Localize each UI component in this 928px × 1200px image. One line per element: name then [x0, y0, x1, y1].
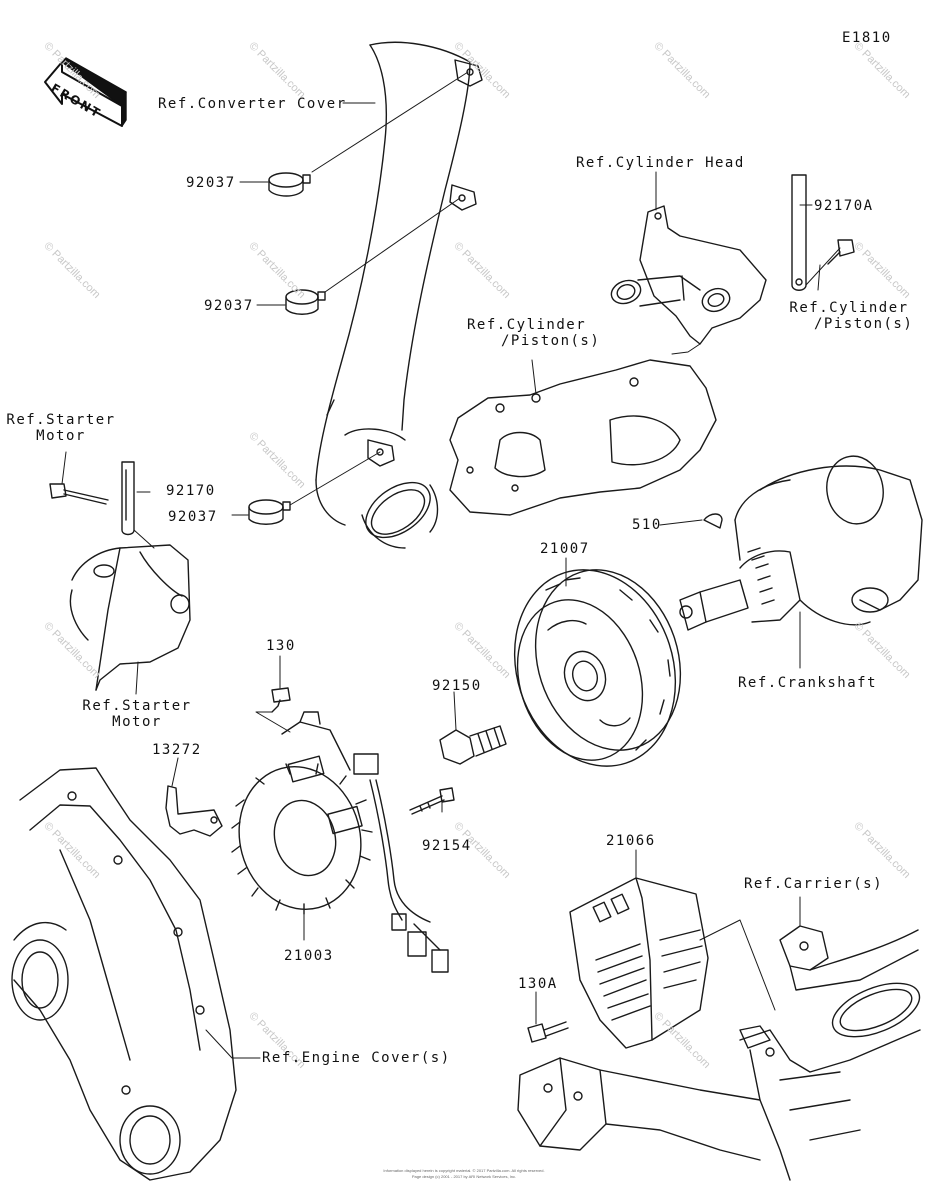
bolt-130	[271, 687, 291, 713]
label-13272: 13272	[152, 742, 202, 758]
bolt-cylinder-piston-right	[827, 239, 855, 265]
crankshaft	[679, 455, 923, 631]
rotor-21007	[513, 569, 682, 767]
label-92150: 92150	[432, 678, 482, 694]
label-510: 510	[632, 517, 662, 533]
label-130: 130	[266, 638, 296, 654]
label-line: Ref.Starter	[82, 698, 192, 714]
cylinder-head-bracket	[610, 205, 767, 345]
engine-cover	[11, 767, 237, 1181]
label-21003: 21003	[284, 948, 334, 964]
label-line: Motor	[36, 428, 86, 444]
label-21066: 21066	[606, 833, 656, 849]
footer-copyright: Information displayed herein is copyrigh…	[383, 1168, 545, 1173]
label-ref-starter-motor-top: Ref.Starter Motor	[6, 412, 116, 444]
label-line: Ref.Starter	[6, 412, 116, 428]
label-line: /Piston(s)	[501, 333, 601, 349]
key-510	[703, 513, 723, 529]
label-92170A: 92170A	[814, 198, 874, 214]
regulator-21066	[569, 877, 709, 1049]
label-92170: 92170	[166, 483, 216, 499]
clamp-92037-a	[268, 172, 311, 197]
label-ref-engine-covers: Ref.Engine Cover(s)	[262, 1050, 451, 1066]
strap-92170A	[791, 174, 807, 291]
leader-lines	[61, 71, 841, 1059]
label-ref-cylinder-piston-right: Ref.Cylinder /Piston(s)	[784, 300, 914, 332]
bolt-130A	[527, 1021, 569, 1043]
diagram-code: E1810	[842, 30, 892, 46]
label-ref-crankshaft: Ref.Crankshaft	[738, 675, 878, 691]
converter-cover-duct	[315, 41, 483, 549]
clamp-92037-b	[285, 289, 326, 315]
label-line: Motor	[112, 714, 162, 730]
footer-page-design: Page design (c) 2001 - 2017 by ARI Netwo…	[411, 1174, 517, 1179]
bolt-starter-motor	[49, 483, 109, 505]
label-92037-c: 92037	[168, 509, 218, 525]
label-92037-a: 92037	[186, 175, 236, 191]
label-92154: 92154	[422, 838, 472, 854]
cylinder-piston-plate	[449, 359, 717, 516]
label-ref-carriers: Ref.Carrier(s)	[744, 876, 884, 892]
bolt-92150	[439, 725, 507, 765]
label-21007: 21007	[540, 541, 590, 557]
label-ref-cylinder-piston-left: Ref.Cylinder /Piston(s)	[467, 317, 600, 349]
starter-motor-housing	[69, 544, 191, 691]
label-ref-starter-motor-bottom: Ref.Starter Motor	[82, 698, 192, 730]
label-130A: 130A	[518, 976, 558, 992]
label-line: /Piston(s)	[814, 316, 914, 332]
label-line: Ref.Cylinder	[789, 300, 909, 316]
stator-21003	[231, 711, 449, 973]
clamp-92037-c	[248, 499, 291, 525]
label-ref-converter-cover: Ref.Converter Cover	[158, 96, 347, 112]
label-92037-b: 92037	[204, 298, 254, 314]
strap-92170	[121, 461, 135, 536]
bolt-92154	[409, 787, 455, 815]
label-line: Ref.Cylinder	[467, 317, 587, 333]
bracket-13272	[165, 785, 223, 837]
label-ref-cylinder-head: Ref.Cylinder Head	[576, 155, 745, 171]
carrier-frame	[517, 925, 921, 1181]
front-arrow-icon	[44, 57, 127, 127]
